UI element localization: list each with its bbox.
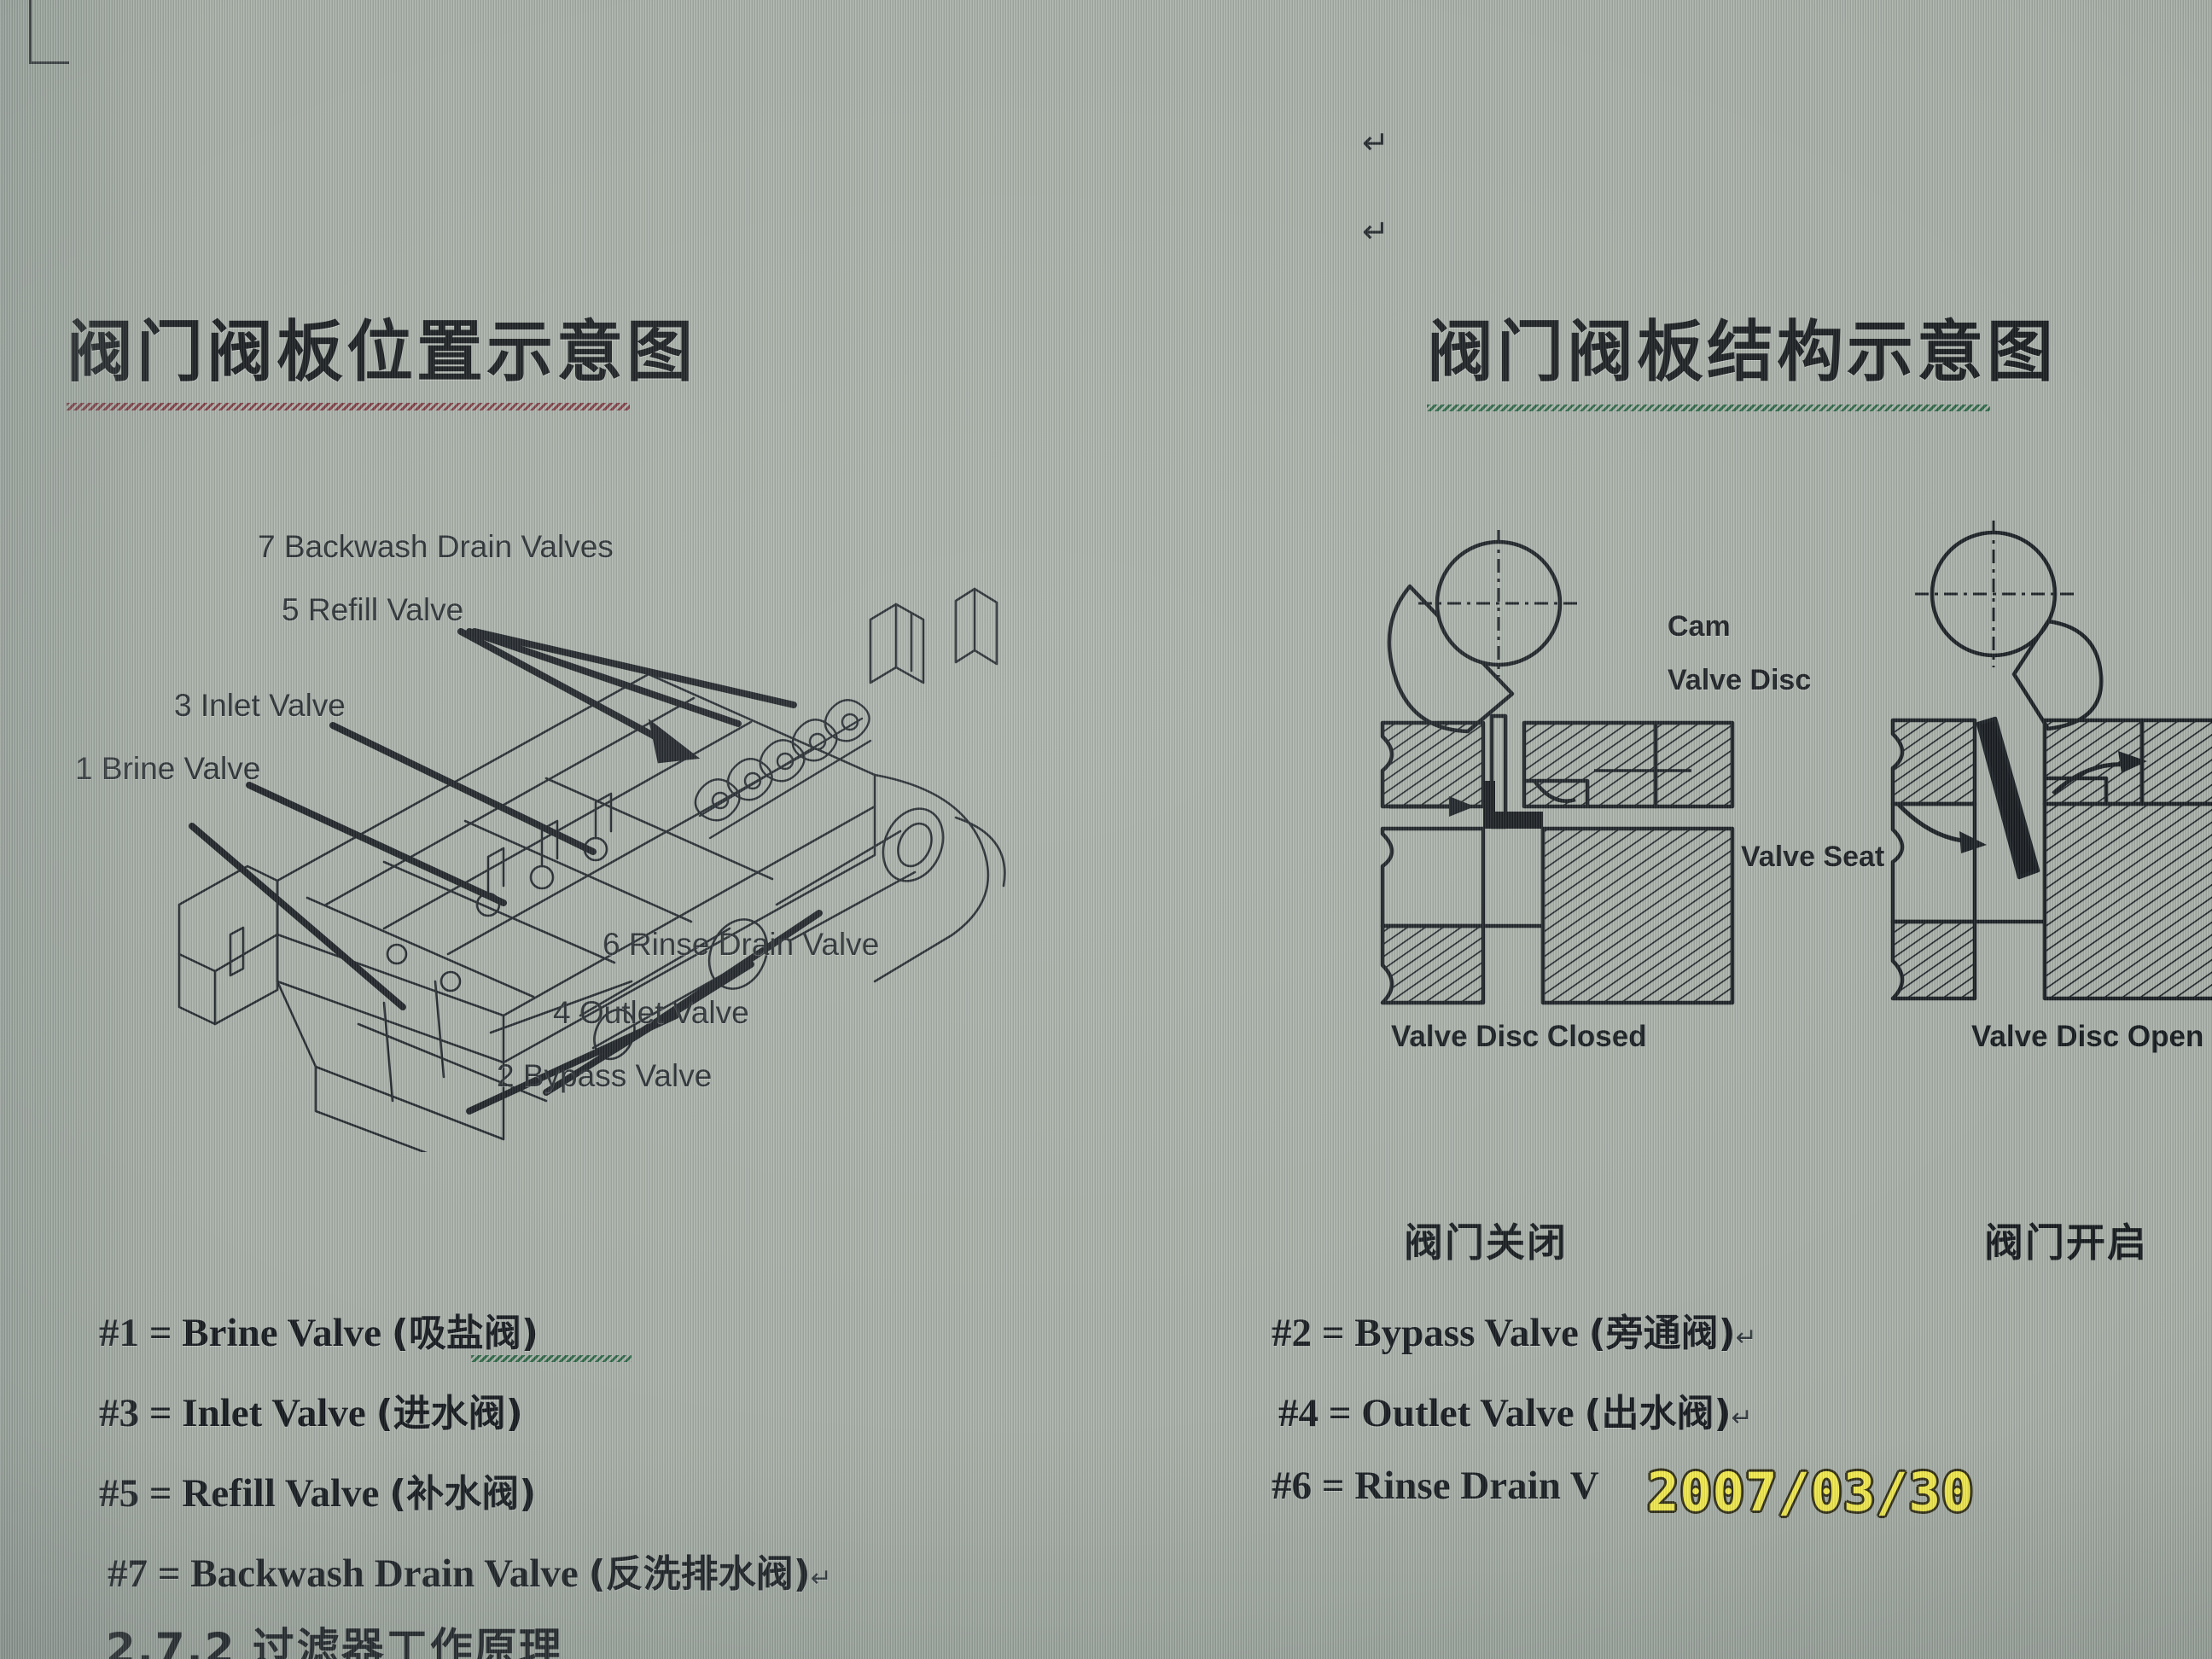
legend-item-6: #6 = Rinse Drain V (1272, 1463, 1599, 1509)
legend-item-3: #3 = Inlet Valve (进水阀) (99, 1382, 523, 1437)
legend-1-num: #1 = (99, 1311, 183, 1355)
caption-cn-valve-open: 阀门开启 (1984, 1220, 2148, 1266)
label-valve-seat: Valve Seat (1741, 841, 1885, 873)
left-section-title: 阀门阀板位置示意图 (67, 314, 697, 391)
legend-3-en: Inlet Valve (182, 1391, 376, 1435)
legend-6-en: Rinse Drain V (1354, 1464, 1599, 1508)
legend-item-4: #4 = Outlet Valve (出水阀)↵ (1278, 1382, 1753, 1437)
valve-disc-closed-cross-section (1380, 530, 1735, 1005)
valve-manifold-isometric-drawing (178, 587, 1006, 1152)
callout-4-outlet-valve: 4 Outlet Valve (553, 995, 749, 1030)
caption-valve-disc-open: Valve Disc Open (1971, 1020, 2204, 1053)
right-title-spellcheck-underline (1427, 405, 1990, 411)
legend-4-num: #4 = (1278, 1391, 1362, 1435)
callout-2-bypass-valve: 2 Bypass Valve (497, 1058, 713, 1093)
legend-1-spellcheck-underline (471, 1355, 632, 1362)
callout-6-rinse-drain-valve: 6 Rinse Drain Valve (602, 927, 880, 962)
legend-5-en: Refill Valve (182, 1471, 390, 1516)
legend-item-7: #7 = Backwash Drain Valve (反洗排水阀)↵ (108, 1543, 832, 1598)
legend-7-cn: (反洗排水阀) (588, 1552, 811, 1596)
left-title-spellcheck-underline (67, 403, 630, 410)
next-section-heading-cutoff: 2.7.2 过滤器工作原理 (106, 1624, 563, 1659)
legend-2-num: #2 = (1272, 1311, 1355, 1355)
legend-2-cn: (旁通阀) (1588, 1312, 1736, 1355)
label-valve-disc: Valve Disc (1668, 664, 1812, 696)
caption-cn-valve-closed: 阀门关闭 (1404, 1220, 1568, 1266)
legend-item-5: #5 = Refill Valve (补水阀) (99, 1463, 536, 1517)
callout-7-backwash-drain-valves: 7 Backwash Drain Valves (258, 529, 614, 564)
valve-disc-open-cross-section (1890, 521, 2212, 1001)
legend-3-cn: (进水阀) (375, 1392, 523, 1435)
legend-4-en: Outlet Valve (1361, 1391, 1585, 1435)
callout-3-inlet-valve: 3 Inlet Valve (174, 688, 346, 723)
legend-7-paragraph-mark: ↵ (810, 1563, 832, 1593)
page-margin-corner (29, 0, 69, 64)
legend-5-num: #5 = (99, 1471, 183, 1516)
legend-5-cn: (补水阀) (389, 1472, 537, 1516)
legend-7-en: Backwash Drain Valve (190, 1551, 589, 1596)
label-cam: Cam (1668, 610, 1731, 643)
callout-5-refill-valve: 5 Refill Valve (282, 592, 464, 627)
legend-2-en: Bypass Valve (1354, 1311, 1589, 1355)
legend-4-paragraph-mark: ↵ (1731, 1403, 1753, 1433)
legend-item-2: #2 = Bypass Valve (旁通阀)↵ (1272, 1302, 1757, 1357)
legend-4-cn: (出水阀) (1584, 1392, 1732, 1435)
paragraph-mark-1: ↵ (1362, 124, 1389, 161)
caption-valve-disc-closed: Valve Disc Closed (1391, 1020, 1647, 1053)
paragraph-mark-2: ↵ (1362, 212, 1389, 250)
legend-6-num: #6 = (1272, 1464, 1355, 1508)
legend-3-num: #3 = (99, 1391, 183, 1435)
legend-1-cn: (吸盐阀) (391, 1312, 538, 1355)
legend-7-num: #7 = (108, 1551, 191, 1596)
legend-item-1: #1 = Brine Valve (吸盐阀) (99, 1302, 538, 1357)
legend-1-en: Brine Valve (182, 1311, 392, 1355)
legend-2-paragraph-mark: ↵ (1735, 1323, 1757, 1353)
right-section-title: 阀门阀板结构示意图 (1427, 314, 2058, 391)
camera-date-stamp: 2007/03/30 (1647, 1461, 1975, 1523)
callout-1-brine-valve: 1 Brine Valve (75, 751, 261, 786)
